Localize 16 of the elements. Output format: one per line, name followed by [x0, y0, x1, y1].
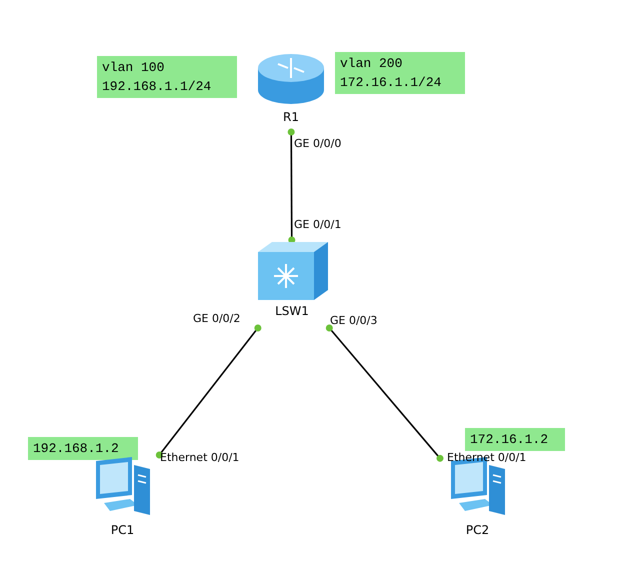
port-label: GE 0/0/2: [193, 312, 240, 325]
address-note: vlan 200 172.16.1.1/24: [335, 52, 465, 94]
port-label: GE 0/0/1: [294, 218, 342, 231]
port-label: GE 0/0/0: [294, 137, 342, 150]
address-note: 192.168.1.2: [28, 437, 138, 460]
device-label: R1: [283, 110, 299, 124]
address-note: 172.16.1.2: [465, 428, 565, 451]
device-label: PC2: [466, 523, 490, 537]
port-label: GE 0/0/3: [330, 314, 378, 327]
device-label: LSW1: [275, 304, 309, 318]
cable-link: [156, 324, 262, 458]
cable-link: [288, 128, 296, 244]
port-label: Ethernet 0/0/1: [160, 451, 240, 464]
device-label: PC1: [110, 523, 134, 537]
address-note: vlan 100 192.168.1.1/24: [97, 56, 237, 98]
cable-link: [326, 324, 444, 462]
